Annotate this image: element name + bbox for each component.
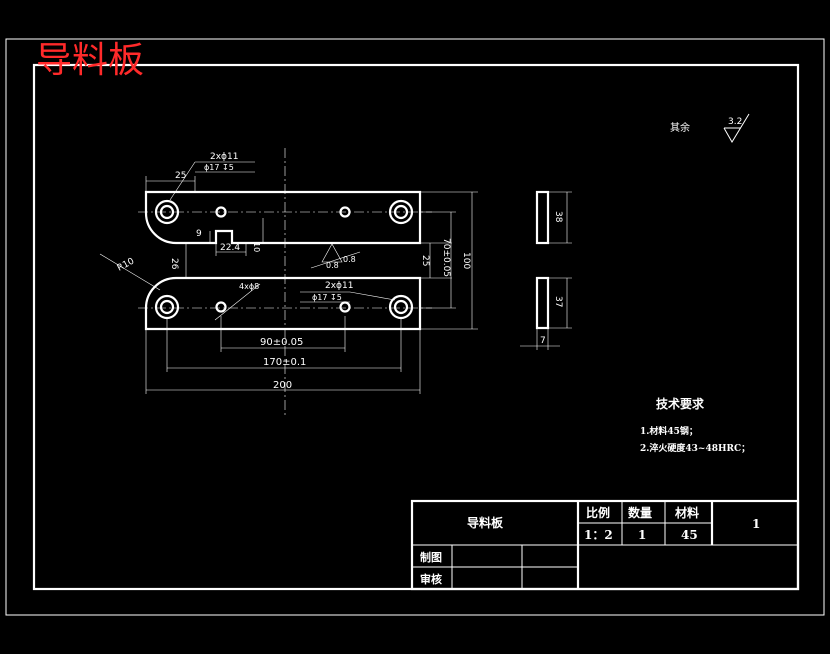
dim-25-right: 25 (420, 255, 430, 266)
dim-10: 10 (252, 242, 261, 252)
tech-req-title: 技术要求 (656, 396, 705, 411)
title-block-sheet-number: 1 (752, 517, 760, 531)
title-block-checked-label: 审核 (420, 572, 442, 586)
dim-roughness-0-8-a: 0.8 (326, 261, 339, 270)
dim-25-top: 25 (175, 171, 186, 181)
bottom-hole-small-1 (215, 301, 227, 313)
title-block-drawn-label: 制图 (420, 550, 442, 564)
dim-2x-d11-bottom: 2xϕ11 (325, 281, 353, 291)
dim-100: 100 (461, 252, 471, 269)
tech-req-item-1: 1.材料45钢； (640, 425, 698, 437)
dim-9: 9 (196, 229, 202, 239)
title-block-scale-header: 比例 (586, 505, 610, 520)
bottom-hole-left-inner (159, 299, 175, 315)
top-hole-left-inner (159, 204, 175, 220)
dim-90: 90±0.05 (260, 337, 303, 348)
side-view-top (535, 190, 550, 245)
title-block-qty-header: 数量 (628, 505, 652, 520)
title-block-part-name: 导料板 (467, 515, 504, 530)
title-block-material-value: 45 (681, 528, 698, 542)
dim-roughness-0-8-b: 0.8 (343, 255, 356, 264)
outer-frame (5, 38, 825, 616)
roughness-note: 其余 (670, 121, 690, 134)
title-block-scale-value: 1：2 (584, 528, 613, 542)
dim-d17-depth-top: ϕ17 ↧5 (204, 163, 234, 172)
bottom-hole-small-2 (339, 301, 351, 313)
title-block-material-header: 材料 (674, 505, 699, 520)
dimension-lines (99, 161, 572, 394)
dim-170: 170±0.1 (263, 357, 306, 368)
title-block-qty-value: 1 (638, 528, 646, 542)
title-overlay: 导料板 (36, 40, 144, 81)
bottom-hole-right-outer (388, 294, 414, 320)
top-hole-right-inner (393, 204, 409, 220)
dim-d17-depth-bottom: ϕ17 ↧5 (312, 293, 342, 302)
dim-26: 26 (169, 258, 179, 270)
roughness-symbol-icon (723, 113, 750, 143)
tech-req-item-2: 2.淬火硬度43~48HRC； (640, 442, 750, 454)
title-block (410, 499, 800, 591)
top-hole-small-2 (339, 206, 351, 218)
dim-22-4: 22.4 (220, 243, 240, 253)
dim-4x-d8: 4xϕ8 (239, 282, 259, 291)
dim-200: 200 (273, 380, 292, 391)
dim-70: 70±0.05 (441, 238, 451, 277)
bottom-hole-left-outer (154, 294, 180, 320)
dim-38: 38 (553, 211, 563, 223)
bottom-plate-outline (144, 276, 422, 331)
dim-37: 37 (553, 296, 563, 307)
side-view-bottom (535, 276, 550, 330)
dim-2x-d11-top: 2xϕ11 (210, 152, 238, 162)
top-hole-left-outer (154, 199, 180, 225)
dim-r10: R10 (116, 256, 137, 273)
roughness-value: 3.2 (728, 117, 742, 127)
bottom-hole-right-inner (393, 299, 409, 315)
top-plate-outline (144, 190, 422, 245)
top-hole-right-outer (388, 199, 414, 225)
dim-7: 7 (540, 336, 546, 346)
top-hole-small-1 (215, 206, 227, 218)
